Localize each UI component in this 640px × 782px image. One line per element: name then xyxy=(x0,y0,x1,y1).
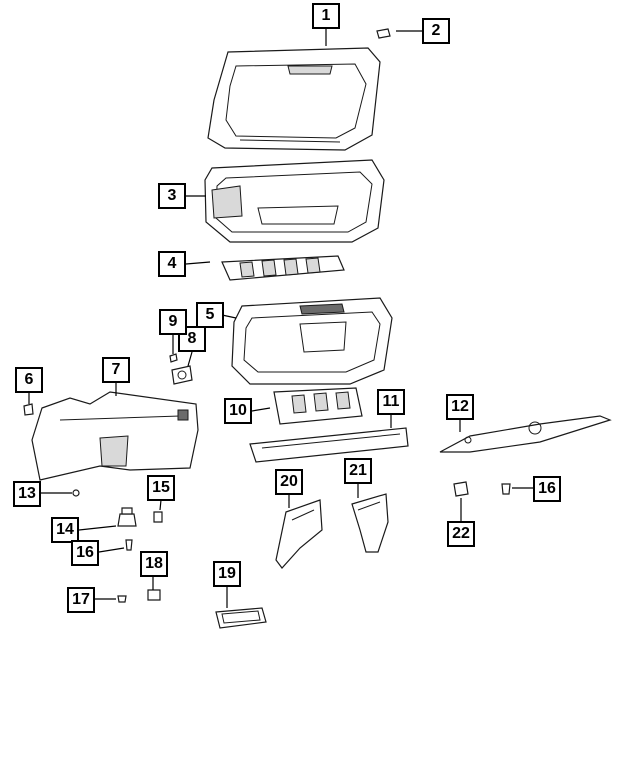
part-9-clip xyxy=(169,353,178,363)
part-19-module xyxy=(215,607,267,629)
part-5-lower-bezel xyxy=(231,297,393,385)
callout-16-right: 16 xyxy=(533,476,561,502)
callout-22: 22 xyxy=(447,521,475,547)
part-12-right-panel xyxy=(439,415,612,453)
callout-10: 10 xyxy=(224,398,252,424)
callout-1: 1 xyxy=(312,3,340,29)
callout-9: 9 xyxy=(159,309,187,335)
part-8-switch xyxy=(171,365,193,385)
part-17-screw xyxy=(117,595,127,603)
part-7-knee-panel xyxy=(31,391,199,481)
callout-12: 12 xyxy=(446,394,474,420)
callout-7: 7 xyxy=(102,357,130,383)
part-15-clip xyxy=(153,511,163,523)
callout-11: 11 xyxy=(377,389,405,415)
callout-14: 14 xyxy=(51,517,79,543)
part-16-screw-left xyxy=(125,539,133,551)
part-11-trim-bar xyxy=(249,427,409,463)
part-18-clip xyxy=(147,589,161,601)
part-14-grommet xyxy=(117,507,137,527)
part-16-screw-right xyxy=(501,483,511,495)
part-4-vent-strip xyxy=(221,255,345,281)
part-20-side-panel-left xyxy=(275,499,323,569)
callout-3: 3 xyxy=(158,183,186,209)
callout-17: 17 xyxy=(67,587,95,613)
callout-5: 5 xyxy=(196,302,224,328)
part-6-fastener xyxy=(23,403,34,416)
callout-4: 4 xyxy=(158,251,186,277)
callout-21: 21 xyxy=(344,458,372,484)
part-13-clip xyxy=(72,489,80,497)
callout-18: 18 xyxy=(140,551,168,577)
callout-2: 2 xyxy=(422,18,450,44)
callout-16-left: 16 xyxy=(71,540,99,566)
leader-lines xyxy=(28,28,533,608)
callout-19: 19 xyxy=(213,561,241,587)
part-1-upper-bezel xyxy=(207,47,381,151)
callout-20: 20 xyxy=(275,469,303,495)
part-22-clip xyxy=(453,481,469,497)
callout-15: 15 xyxy=(147,475,175,501)
callout-13: 13 xyxy=(13,481,41,507)
part-21-side-panel-right xyxy=(351,493,389,553)
part-10-lower-vent xyxy=(273,387,363,425)
callout-6: 6 xyxy=(15,367,43,393)
part-3-cluster-housing xyxy=(204,159,385,243)
part-2-clip xyxy=(376,28,391,39)
